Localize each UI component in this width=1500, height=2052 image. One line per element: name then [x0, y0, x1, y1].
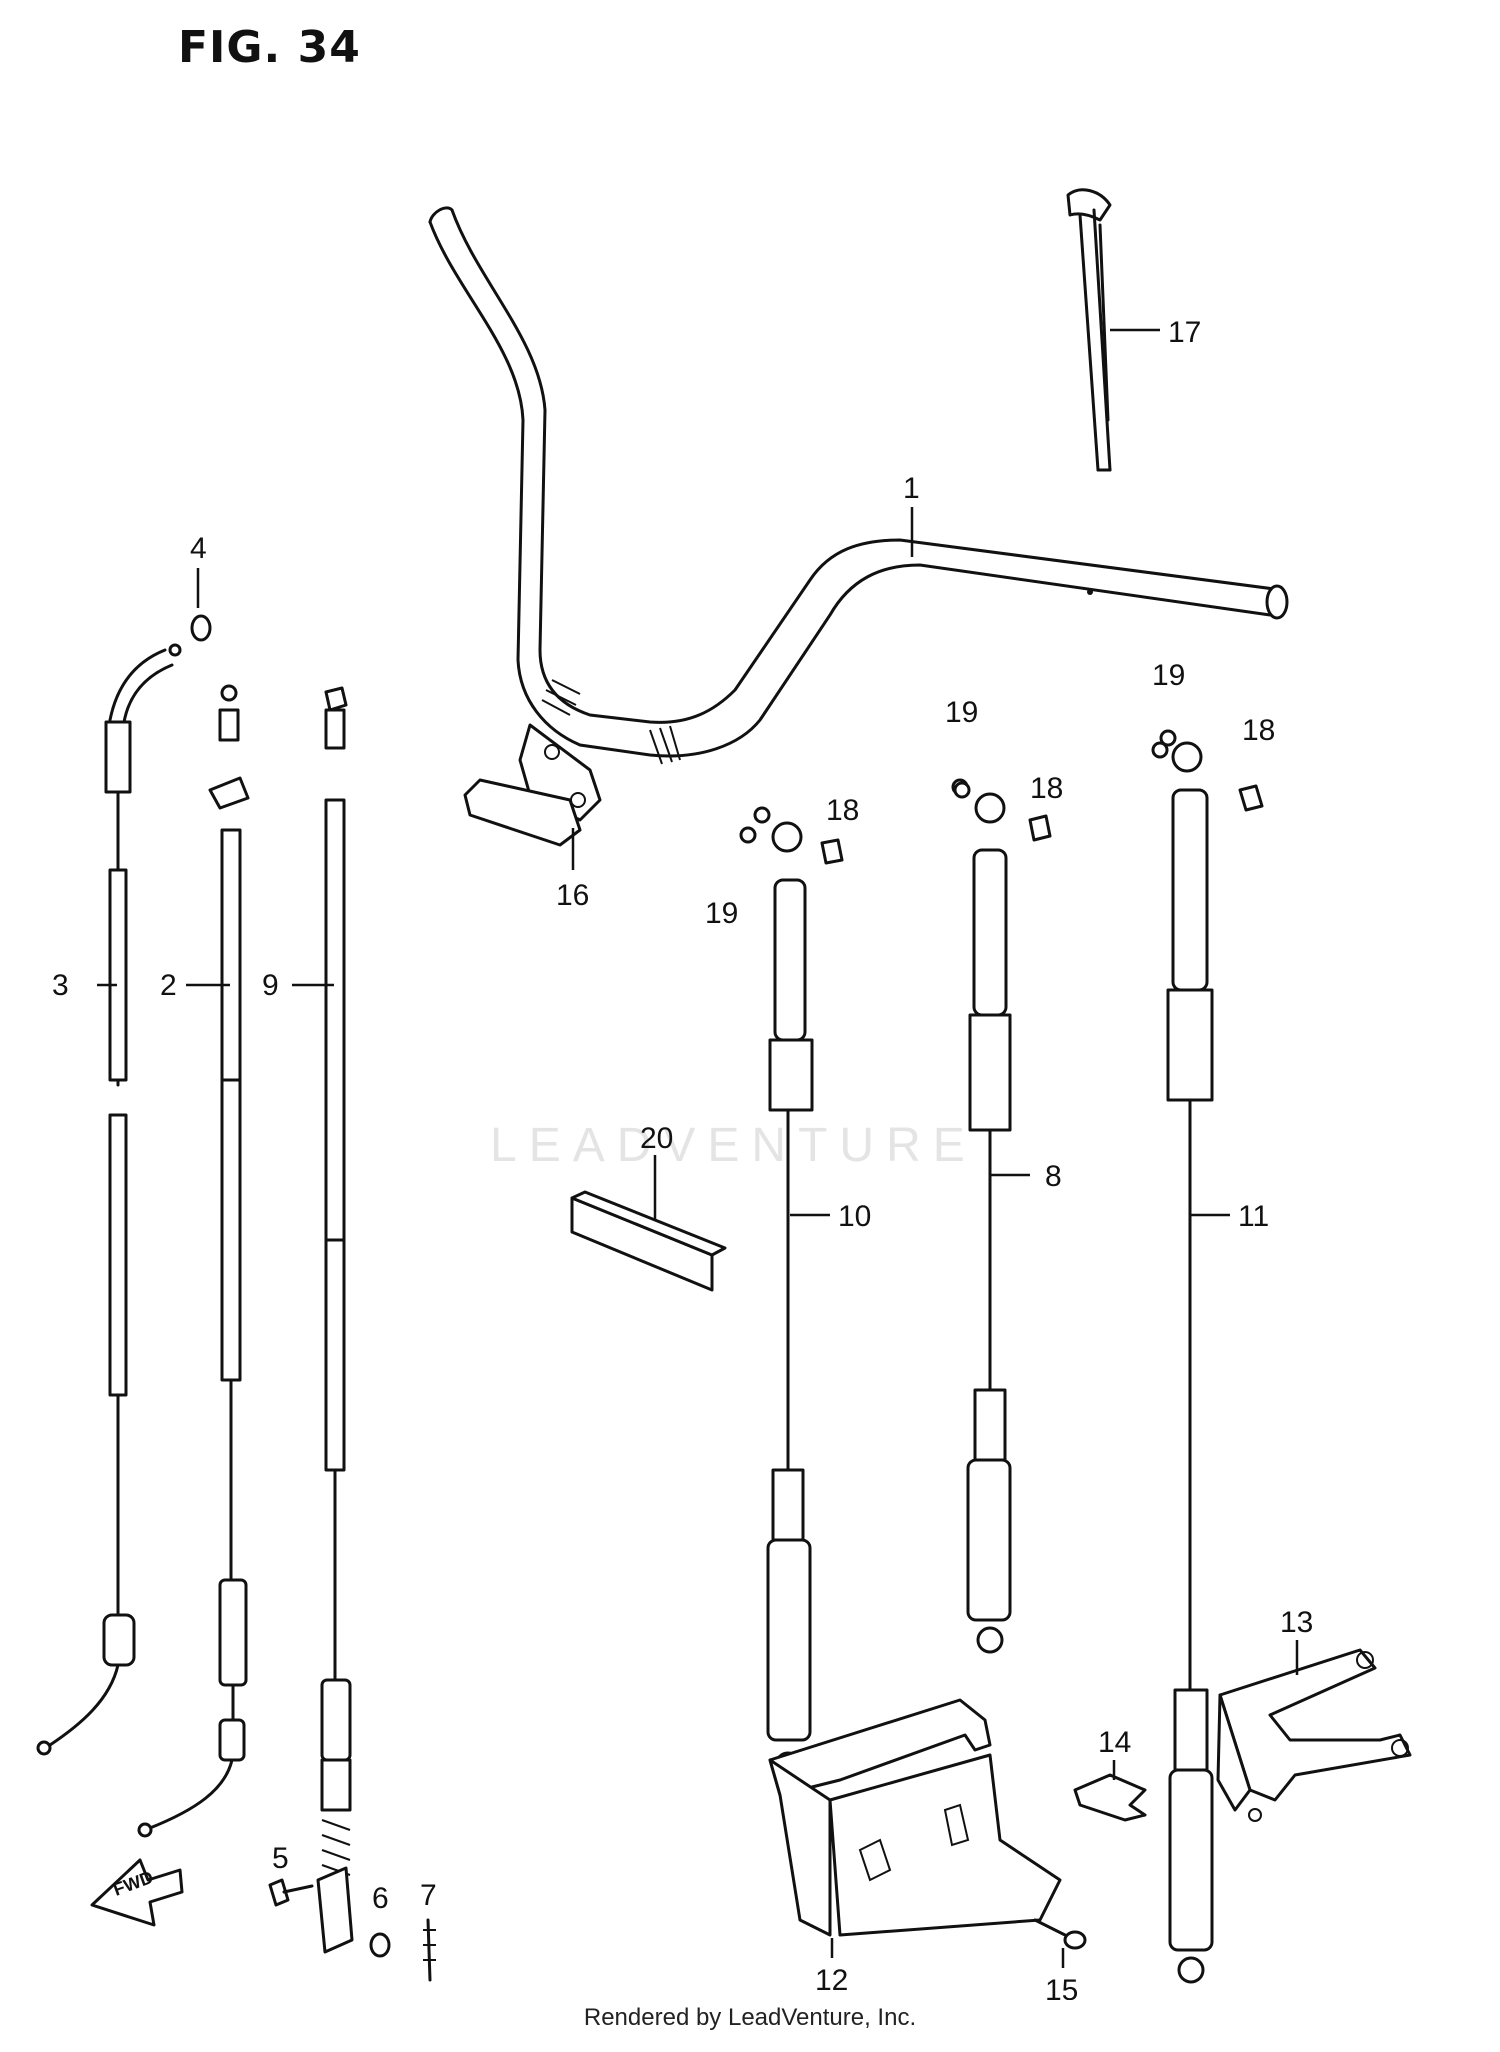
direction-arrow: [90, 1858, 184, 1927]
cable-10[interactable]: [739, 821, 844, 1779]
clamp[interactable]: [463, 723, 602, 847]
leader-lines: [97, 328, 1299, 1968]
figure-title: FIG. 34: [178, 22, 361, 73]
bolt-5[interactable]: [268, 1878, 314, 1907]
cable-11[interactable]: [1151, 741, 1264, 1984]
callout-12: 12: [815, 1964, 848, 1997]
clip-14[interactable]: [1073, 1773, 1147, 1822]
screw-15[interactable]: [1033, 1918, 1087, 1950]
callout-4: 4: [190, 532, 207, 565]
bracket-13[interactable]: [1216, 1648, 1412, 1822]
callout-5: 5: [272, 1842, 289, 1875]
callout-16: 16: [556, 879, 589, 912]
cable-nut: [168, 643, 182, 657]
callout-17: 17: [1168, 316, 1201, 349]
parts-diagram: 1 2 3 4 5 6 7 8 9 10 11 12 13 14 15 16 1…: [36, 188, 1412, 2000]
callout-8: 8: [1045, 1160, 1062, 1193]
callout-9: 9: [262, 969, 279, 1002]
cable-9[interactable]: [316, 686, 354, 1954]
watermark: LEADVENTURE: [490, 1119, 977, 1172]
handlebar[interactable]: [428, 206, 1289, 765]
callout-1: 1: [903, 472, 920, 505]
cable-2[interactable]: [137, 684, 250, 1838]
callout-13: 13: [1280, 1606, 1313, 1639]
callout-10: 10: [838, 1200, 871, 1233]
callout-18: 18: [1242, 714, 1275, 747]
callout-20: 20: [640, 1122, 673, 1155]
callout-19: 19: [1152, 659, 1185, 692]
footer-credit: Rendered by LeadVenture, Inc.: [583, 2004, 917, 2031]
callout-3: 3: [52, 969, 69, 1002]
cable-8[interactable]: [951, 778, 1052, 1654]
nut-19[interactable]: [953, 781, 971, 799]
hose[interactable]: [1066, 188, 1112, 472]
callout-15: 15: [1045, 1974, 1078, 2000]
cable-3[interactable]: [36, 648, 174, 1756]
bracket-12[interactable]: [768, 1698, 1062, 1937]
pin-7[interactable]: [423, 1918, 436, 1982]
callout-19: 19: [705, 897, 738, 930]
pad[interactable]: [570, 1190, 727, 1292]
callout-2: 2: [160, 969, 177, 1002]
callout-14: 14: [1098, 1726, 1131, 1759]
callout-7: 7: [420, 1879, 437, 1912]
callout-18: 18: [1030, 772, 1063, 805]
nut-19[interactable]: [1159, 729, 1177, 747]
callout-6: 6: [372, 1882, 389, 1915]
callout-11: 11: [1238, 1200, 1269, 1233]
callout-labels: 1 2 3 4 5 6 7 8 9 10 11 12 13 14 15 16 1…: [52, 316, 1313, 2000]
nut-19[interactable]: [753, 806, 771, 824]
washer-6[interactable]: [369, 1932, 391, 1958]
callout-19: 19: [945, 696, 978, 729]
callout-18: 18: [826, 794, 859, 827]
cap[interactable]: [190, 614, 212, 642]
